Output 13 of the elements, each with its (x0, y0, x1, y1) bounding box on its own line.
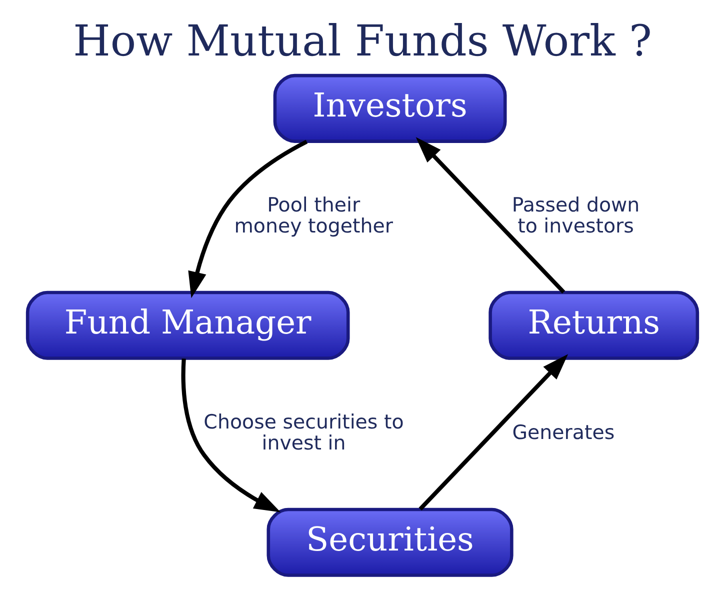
arrow (181, 358, 281, 512)
node-box: Fund Manager (26, 290, 350, 360)
arrow (416, 137, 566, 294)
arrow (418, 354, 568, 510)
edge-label: Pool their money together (234, 193, 393, 238)
edge-label: Generates (512, 420, 615, 444)
node-box: Investors (273, 74, 507, 143)
node-box: Returns (488, 290, 700, 360)
edge-label: Choose securities to invest in (204, 410, 404, 455)
node-box: Securities (266, 508, 514, 577)
diagram-title: How Mutual Funds Work ? (73, 16, 652, 66)
edge-label: Passed down to investors (512, 193, 640, 238)
arrow (188, 140, 308, 298)
